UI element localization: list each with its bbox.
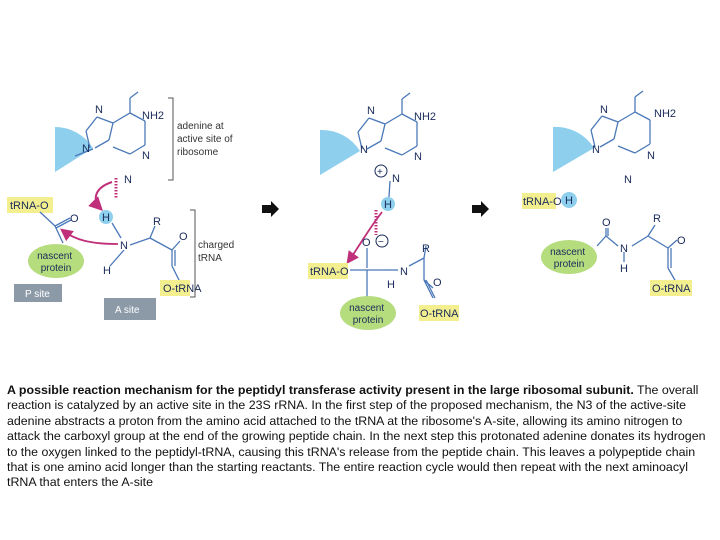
reaction-mechanism-diagram: N N N N NH2 adenine at active site of ri… xyxy=(7,90,692,330)
o-trna-box xyxy=(160,280,190,296)
stage3: N N N N NH2 tRNA-O H O R N H O nasce xyxy=(522,90,692,296)
ribosome-site-wedge xyxy=(553,126,594,172)
o-trna-box xyxy=(650,280,692,296)
adenine-n3: N xyxy=(392,173,400,185)
p-site-label: P site xyxy=(25,289,50,300)
r-group: R xyxy=(653,213,661,225)
ribosome-site-wedge xyxy=(55,127,93,172)
stage2: N N N N NH2 + H O − tRNA-O N H R O xyxy=(308,92,459,330)
adenine-nh2: NH2 xyxy=(414,111,436,123)
trna-o-label: tRNA-O xyxy=(310,266,349,278)
ester-o: O xyxy=(677,235,686,247)
adenine-ring xyxy=(357,92,418,198)
proton-h-circle xyxy=(99,210,113,224)
caption-title: A possible reaction mechanism for the pe… xyxy=(7,383,634,397)
adenine-n1: N xyxy=(142,150,150,162)
trna-o-box xyxy=(522,193,556,209)
step-arrow-1 xyxy=(262,201,279,217)
o-trna-label: O-tRNA xyxy=(420,308,459,320)
adenine-n7: N xyxy=(600,104,608,116)
trna-o-label: tRNA-O xyxy=(10,200,49,212)
nascent-protein xyxy=(541,240,597,274)
adenine-ring xyxy=(74,91,146,157)
o-trna-label: O-tRNA xyxy=(163,283,202,295)
adenine-nh2: NH2 xyxy=(142,110,164,122)
proton-donation-arrow xyxy=(346,211,383,265)
adenine-n9: N xyxy=(592,144,600,156)
adenine-bracket xyxy=(168,97,174,181)
o-trna-label: O-tRNA xyxy=(652,283,691,295)
adenine-n3: N xyxy=(124,174,132,186)
nascent-protein-label: nascent protein xyxy=(550,247,588,270)
ribosome-site-wedge xyxy=(320,129,360,175)
adenine-nh2: NH2 xyxy=(654,108,676,120)
charged-trna-bracket xyxy=(190,209,196,298)
figure-caption: A possible reaction mechanism for the pe… xyxy=(7,383,707,491)
adenine-n3: N xyxy=(624,174,632,186)
amine-n: N xyxy=(120,240,128,252)
released-h-circle xyxy=(561,192,577,208)
stage1: N N N N NH2 adenine at active site of ri… xyxy=(7,91,237,320)
proton-h: H xyxy=(384,199,392,211)
adenine-n1: N xyxy=(414,151,422,163)
charged-trna-label: charged tRNA xyxy=(198,240,237,264)
plus-charge: + xyxy=(377,167,383,178)
adenine-ring xyxy=(590,90,651,154)
nascent-protein-label: nascent protein xyxy=(349,303,387,326)
a-site-box xyxy=(104,298,156,320)
peptide-bonds xyxy=(596,224,678,283)
amide-h: H xyxy=(620,263,628,275)
o-trna-box xyxy=(419,305,459,321)
adenine-n1: N xyxy=(647,150,655,162)
amine-n: N xyxy=(400,266,408,278)
nascent-protein xyxy=(28,244,84,278)
trna-o-box xyxy=(308,263,348,279)
adenine-n9: N xyxy=(82,143,90,155)
carbonyl-o: O xyxy=(70,213,79,225)
peptide-bonds xyxy=(39,211,181,283)
step-arrow-2 xyxy=(472,201,489,217)
minus-charge-circle xyxy=(375,234,389,248)
trna-o-box xyxy=(7,197,53,213)
proton-transfer-arrow xyxy=(88,181,113,211)
r-group: R xyxy=(422,243,430,255)
ester-o: O xyxy=(433,277,442,289)
r-group: R xyxy=(153,216,161,228)
amide-n: N xyxy=(620,243,628,255)
adenine-n9: N xyxy=(360,144,368,156)
p-site-box xyxy=(14,284,62,302)
trna-o-label: tRNA-O xyxy=(523,196,562,208)
nucleophile-arrow xyxy=(60,228,119,245)
plus-charge-circle xyxy=(374,164,388,178)
ester-o: O xyxy=(179,231,188,243)
amine-h: H xyxy=(103,265,111,277)
adenine-label: adenine at active site of ribosome xyxy=(177,121,235,158)
released-h: H xyxy=(565,195,573,207)
proton-h-circle xyxy=(381,197,395,211)
caption-body: The overall reaction is catalyzed by an … xyxy=(7,383,706,490)
adenine-n7: N xyxy=(367,105,375,117)
minus-charge: − xyxy=(378,237,384,248)
a-site-label: A site xyxy=(115,305,140,316)
carbonyl-o: O xyxy=(602,217,611,229)
proton-h: H xyxy=(102,212,110,224)
tetrahedral-bonds xyxy=(350,245,436,299)
nascent-protein-label: nascent protein xyxy=(37,251,75,274)
amine-h: H xyxy=(387,279,395,291)
nascent-protein xyxy=(340,296,396,330)
adenine-n7: N xyxy=(95,104,103,116)
tetrahedral-o: O xyxy=(362,237,371,249)
